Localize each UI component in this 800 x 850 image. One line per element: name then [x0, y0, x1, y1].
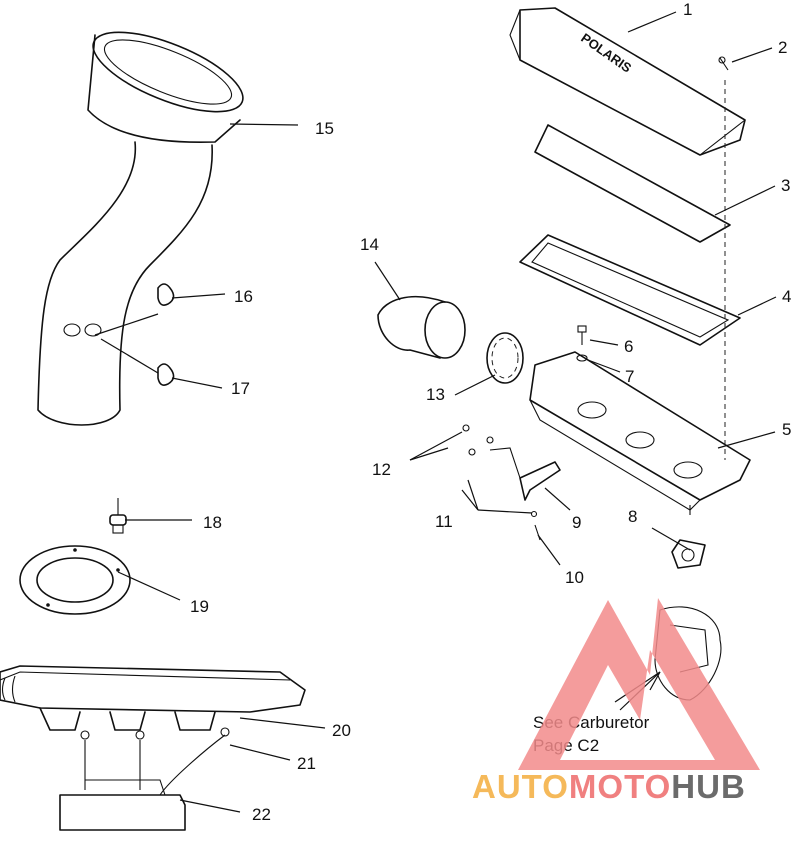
- gasket: [519, 234, 741, 346]
- leader-lines: [94, 11, 777, 813]
- watermark-triangle-icon: [518, 598, 760, 770]
- filter-plate: [534, 124, 731, 243]
- callout-10: 10: [565, 568, 584, 587]
- clamp-13: [486, 332, 524, 384]
- watermark-logo: [518, 598, 760, 770]
- callout-20: 20: [332, 721, 351, 740]
- callout-3: 3: [781, 176, 790, 195]
- gasket-8: [671, 539, 706, 569]
- callout-12: 12: [372, 460, 391, 479]
- intake-tube: [37, 31, 244, 426]
- callout-22: 22: [252, 805, 271, 824]
- callout-4: 4: [782, 287, 791, 306]
- callout-8: 8: [628, 507, 637, 526]
- callout-labels: 1 2 3 4 5 6 7 8 9 10 11 12 13 14 15 16 1…: [190, 0, 791, 824]
- manifold-assembly: [0, 665, 306, 831]
- callout-5: 5: [782, 420, 791, 439]
- callout-19: 19: [190, 597, 209, 616]
- fasteners: [462, 424, 541, 541]
- callout-14: 14: [360, 235, 379, 254]
- bracket-9: [489, 447, 561, 501]
- callout-7: 7: [625, 367, 634, 386]
- callout-21: 21: [297, 754, 316, 773]
- callout-18: 18: [203, 513, 222, 532]
- callout-1: 1: [683, 0, 692, 19]
- watermark-auto: AUTO: [472, 768, 569, 805]
- callout-11: 11: [435, 512, 453, 531]
- cover-logo-text: POLARIS: [578, 30, 634, 76]
- grommet-18: [109, 498, 127, 534]
- callout-13: 13: [426, 385, 445, 404]
- screw-2: [718, 56, 729, 71]
- callout-6: 6: [624, 337, 633, 356]
- bolt-6: [577, 325, 587, 345]
- watermark-text: AUTOMOTOHUB: [472, 768, 746, 805]
- airbox-cover: POLARIS: [509, 7, 746, 156]
- ring-plate-19: [19, 545, 131, 615]
- callout-15: 15: [315, 119, 334, 138]
- callout-16: 16: [234, 287, 253, 306]
- callout-2: 2: [778, 38, 787, 57]
- callout-17: 17: [231, 379, 250, 398]
- callout-9: 9: [572, 513, 581, 532]
- elbow-14: [377, 295, 466, 359]
- watermark-moto: MOTO: [569, 768, 671, 805]
- watermark-hub: HUB: [671, 768, 746, 805]
- airbox-base: [529, 351, 751, 515]
- washer-7: [576, 354, 588, 362]
